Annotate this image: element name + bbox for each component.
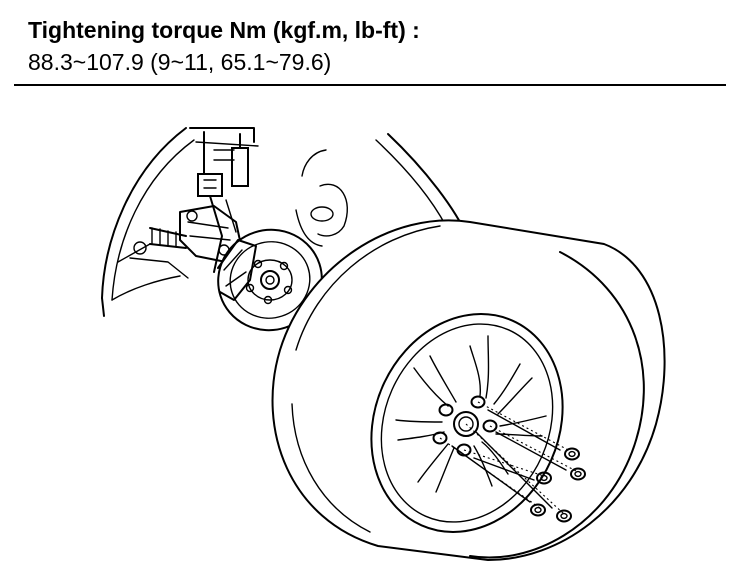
torque-spec-title: Tightening torque Nm (kgf.m, lb-ft) :: [28, 17, 420, 43]
lug-nuts: [530, 447, 586, 523]
brake-disc-and-hub: [217, 228, 323, 332]
tire: [271, 219, 666, 562]
wheel-hub-center: [432, 395, 498, 457]
torque-spec-value: 88.3~107.9 (9~11, 65.1~79.6): [28, 49, 332, 75]
fender-outline: [101, 127, 469, 317]
wheel-rim: [395, 335, 547, 493]
header-divider: [14, 84, 726, 86]
lug-nut-guide-lines: [439, 401, 579, 515]
strut-assembly: [189, 127, 349, 247]
torque-spec: Tightening torque Nm (kgf.m, lb-ft) : 88…: [28, 14, 728, 78]
wheel-installation-illustration: [0, 88, 736, 574]
